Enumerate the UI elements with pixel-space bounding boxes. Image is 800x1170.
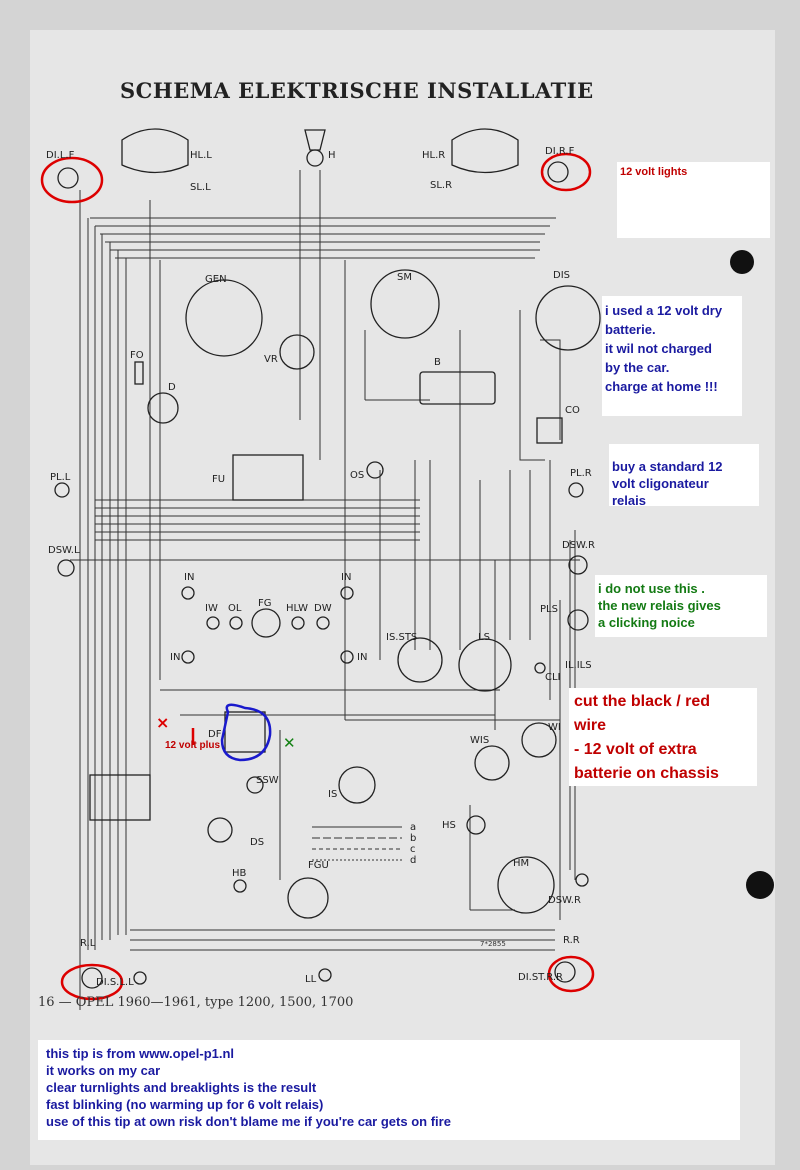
label-sll: SL.L <box>190 182 211 193</box>
note-line: it works on my car <box>46 1063 161 1078</box>
note-line: - 12 volt of extra <box>574 741 697 758</box>
label-rl: R.L <box>80 938 96 949</box>
label-dilf: DI.L.F <box>46 150 75 161</box>
note-cut-wire: cut the black / red wire - 12 volt of ex… <box>569 688 757 786</box>
label-fo: FO <box>130 350 144 361</box>
label-dw: DW <box>314 603 332 614</box>
label-dswr2: DSW.R <box>548 895 581 906</box>
label-vr: VR <box>264 354 278 365</box>
label-rr: R.R <box>563 935 580 946</box>
label-ll: LL <box>305 974 317 985</box>
label-fg: FG <box>258 598 272 609</box>
highlight-circle <box>547 955 595 993</box>
label-dis: DIS <box>553 270 570 281</box>
label-hs: HS <box>442 820 456 831</box>
label-wi: WI <box>548 722 561 733</box>
label-pll: PL.L <box>50 472 71 483</box>
legend-d: d <box>410 855 416 866</box>
label-os: OS <box>350 470 364 481</box>
legend-c: c <box>410 844 416 855</box>
label-hb: HB <box>232 868 247 879</box>
highlight-circle <box>40 156 104 204</box>
note-line: volt cligonateur <box>612 476 709 491</box>
label-ilils: IL.ILS <box>565 660 592 671</box>
label-in4: IN <box>357 652 367 663</box>
note-12-volt-plus: 12 volt plus <box>165 740 221 751</box>
label-hlr: HL.R <box>422 150 445 161</box>
legend-b: b <box>410 833 416 844</box>
note-line: a clicking noice <box>598 615 695 630</box>
label-df: DF <box>208 729 222 740</box>
note-line: the new relais gives <box>598 598 721 613</box>
label-plr: PL.R <box>570 468 592 479</box>
label-distrr: DI.ST.R.R <box>518 972 563 983</box>
note-line: relais <box>612 493 646 508</box>
note-line: buy a standard 12 <box>612 459 723 474</box>
label-dswr: DSW.R <box>562 540 595 551</box>
label-in1: IN <box>184 572 194 583</box>
note-line: clear turnlights and breaklights is the … <box>46 1080 317 1095</box>
label-gen: GEN <box>205 274 227 285</box>
label-dirf: DI.R.F <box>545 146 575 157</box>
label-hll: HL.L <box>190 150 212 161</box>
note-relais: buy a standard 12 volt cligonateur relai… <box>609 444 759 508</box>
label-iw: IW <box>205 603 218 614</box>
highlight-circle <box>540 152 592 192</box>
note-line: i do not use this . <box>598 581 705 596</box>
label-in2: IN <box>341 572 351 583</box>
label-d: D <box>168 382 176 393</box>
binder-hole <box>746 871 774 899</box>
cut-mark-red: × <box>156 713 169 732</box>
label-wis: WIS <box>470 735 489 746</box>
note-line: by the car. <box>605 360 670 375</box>
binder-hole <box>730 250 754 274</box>
label-horn: H <box>328 150 336 161</box>
highlight-circle <box>60 963 124 1001</box>
note-tip-credits: this tip is from www.opel-p1.nl it works… <box>38 1040 740 1140</box>
label-fgu: FGU <box>308 860 329 871</box>
note-line: charge at home !!! <box>605 379 718 394</box>
note-line: batterie on chassis <box>574 765 719 782</box>
label-fu: FU <box>212 474 225 485</box>
note-line: this tip is from www.opel-p1.nl <box>46 1046 235 1061</box>
label-slr: SL.R <box>430 180 452 191</box>
label-cli: CLI <box>545 672 561 683</box>
label-code: 7*2855 <box>480 940 506 948</box>
label-hlw: HLW <box>286 603 308 614</box>
label-ol: OL <box>228 603 242 614</box>
note-line: cut the black / red <box>574 693 711 710</box>
label-is: IS <box>328 789 337 800</box>
note-line: batterie. <box>605 322 656 337</box>
note-line: 12 volt lights <box>620 166 688 178</box>
label-ssw: SSW <box>256 775 279 786</box>
legend-a: a <box>410 822 416 833</box>
label-pls: PLS <box>540 604 558 615</box>
label-ds: DS <box>250 837 264 848</box>
label-hm: HM <box>513 858 529 869</box>
label-co: CO <box>565 405 580 416</box>
label-disll: DI.S.L.L <box>96 977 134 988</box>
cut-mark-green: ✕ <box>283 734 296 752</box>
label-in3: IN <box>170 652 180 663</box>
note-12-volt-lights: 12 volt lights <box>617 162 770 238</box>
label-dswl: DSW.L <box>48 545 80 556</box>
note-line: use of this tip at own risk don't blame … <box>46 1114 451 1129</box>
note-line: i used a 12 volt dry <box>605 303 723 318</box>
df-highlight <box>220 703 272 762</box>
note-line: it wil not charged <box>605 341 712 356</box>
label-ls: LS <box>478 632 490 643</box>
label-sm: SM <box>397 272 412 283</box>
page-footer: 16 — OPEL 1960—1961, type 1200, 1500, 17… <box>38 995 354 1010</box>
note-dry-battery: i used a 12 volt dry batterie. it wil no… <box>602 296 742 416</box>
note-line: wire <box>574 717 607 734</box>
page-title: SCHEMA ELEKTRISCHE INSTALLATIE <box>120 78 594 103</box>
label-b: B <box>434 357 441 368</box>
note-unused-part: i do not use this . the new relais gives… <box>595 575 767 637</box>
label-issts: IS.STS <box>386 632 417 643</box>
note-line: fast blinking (no warming up for 6 volt … <box>46 1097 324 1112</box>
